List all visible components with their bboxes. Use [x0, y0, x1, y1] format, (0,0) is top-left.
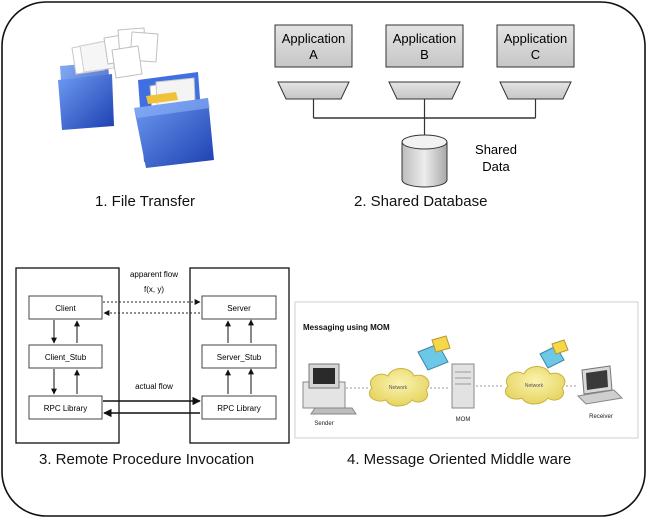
client-stub-box: [28, 344, 103, 369]
server-label: Server: [227, 304, 251, 313]
server-box: [201, 295, 277, 320]
client-lib-label: RPC Library: [44, 404, 88, 413]
shared-database-diagram: Application A Application B Application …: [274, 24, 575, 188]
app-b-label: Application: [393, 31, 457, 46]
caption-rpc: 3. Remote Procedure Invocation: [39, 451, 255, 468]
adapter-a: [277, 81, 350, 100]
db-label-data: Data: [482, 159, 510, 174]
app-c-letter: C: [531, 47, 540, 62]
caption-shared-database: 2. Shared Database: [354, 193, 488, 210]
receiver-laptop-icon: [576, 365, 624, 405]
mom-title: Messaging using MOM: [303, 323, 390, 332]
adapter-c: [499, 81, 572, 100]
network-2-label: Network: [525, 383, 544, 389]
network-1-label: Network: [389, 385, 408, 391]
server-lib-label: RPC Library: [217, 404, 261, 413]
folder-icon-back: [58, 39, 115, 130]
actual-flow-label: actual flow: [135, 382, 173, 391]
app-box-a: Application A: [274, 24, 353, 118]
mom-panel: [294, 301, 639, 439]
server-stub-label: Server_Stub: [217, 353, 262, 362]
rpc-diagram: Client Client_Stub RPC Library Server Se…: [15, 267, 290, 444]
envelope-icon-1: [417, 335, 451, 371]
apparent-flow-label: apparent flow: [130, 270, 178, 279]
sender-label: Sender: [314, 421, 333, 427]
mom-server-icon: [451, 363, 475, 409]
sender-computer-icon: [302, 363, 357, 415]
receiver-label: Receiver: [589, 414, 613, 420]
app-box-b: Application B: [385, 24, 464, 118]
database-cylinder-icon: [401, 134, 448, 188]
function-label: f(x, y): [144, 285, 164, 294]
app-a-letter: A: [309, 47, 318, 62]
mom-diagram: Messaging using MOM Sender Network: [294, 301, 639, 439]
client-label: Client: [55, 304, 76, 313]
folder-icon-front: [134, 72, 214, 168]
db-label-shared: Shared: [475, 142, 517, 157]
app-b-letter: B: [420, 47, 429, 62]
client-stub-label: Client_Stub: [45, 353, 87, 362]
file-transfer-illustration: [58, 27, 214, 168]
app-a-label: Application: [282, 31, 346, 46]
network-cloud-2: Network: [504, 366, 566, 405]
client-box: [28, 295, 103, 320]
caption-file-transfer: 1. File Transfer: [95, 193, 196, 210]
papers-icon: [103, 27, 159, 79]
envelope-icon-2: [539, 339, 569, 369]
network-cloud-1: Network: [368, 368, 430, 407]
server-lib-box: [201, 395, 277, 420]
app-c-label: Application: [504, 31, 568, 46]
adapter-b: [388, 81, 461, 100]
mom-label: MOM: [456, 417, 471, 423]
client-lib-box: [28, 395, 103, 420]
server-stub-box: [201, 344, 277, 369]
app-box-c: Application C: [496, 24, 575, 118]
caption-mom: 4. Message Oriented Middle ware: [347, 451, 572, 468]
